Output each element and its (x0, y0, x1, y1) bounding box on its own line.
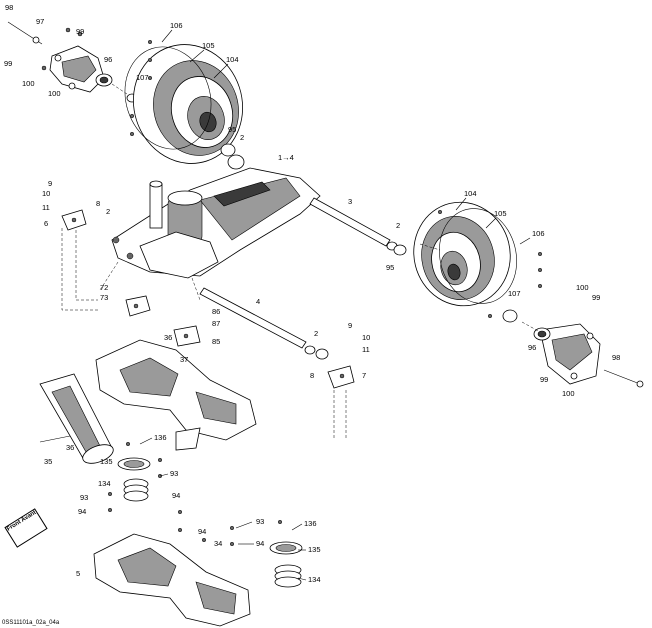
swing-arm-frame (111, 167, 321, 279)
right-drum-assembly (413, 201, 518, 323)
callout-98: 98 (5, 3, 13, 12)
callout-5: 5 (76, 569, 80, 578)
callout-135: 135 (308, 545, 321, 554)
callout-134: 134 (308, 575, 321, 584)
upper-left-mount-assembly (7, 21, 138, 103)
callout-labels: 98 97 99 99 96 100 100 106 105 104 107 9… (4, 3, 620, 584)
callout-107: 107 (136, 73, 149, 82)
callout-99: 99 (592, 293, 600, 302)
callout-85: 85 (212, 337, 220, 346)
bracket-7 (327, 365, 355, 389)
callout-73: 73 (100, 293, 108, 302)
callout-2: 2 (240, 133, 244, 142)
callout-96: 96 (528, 343, 536, 352)
callout-106: 106 (170, 21, 183, 30)
callout-37: 37 (180, 355, 188, 364)
callout-93: 93 (80, 493, 88, 502)
right-mount-assembly (533, 323, 644, 388)
middle-plates (125, 295, 201, 347)
callout-104: 104 (226, 55, 239, 64)
callout-34: 34 (214, 539, 222, 548)
callout-107: 107 (508, 289, 521, 298)
callout-6: 6 (44, 219, 48, 228)
callout-36: 36 (66, 443, 74, 452)
callout-98: 98 (612, 353, 620, 362)
callout-2: 2 (396, 221, 400, 230)
callout-94: 94 (198, 527, 206, 536)
callout-105: 105 (494, 209, 507, 218)
callout-11: 11 (362, 345, 370, 354)
callout-104: 104 (464, 189, 477, 198)
callout-94: 94 (78, 507, 86, 516)
callout-4: 4 (256, 297, 260, 306)
callout-94: 94 (172, 491, 180, 500)
callout-87: 87 (212, 319, 220, 328)
callout-1-to-4: 1→4 (278, 153, 294, 162)
callout-11: 11 (42, 203, 50, 212)
callout-86: 86 (212, 307, 220, 316)
callout-135: 135 (100, 457, 113, 466)
callout-8: 8 (96, 199, 100, 208)
callout-9: 9 (348, 321, 352, 330)
callout-35: 35 (44, 457, 52, 466)
callout-136: 136 (154, 433, 167, 442)
callout-106: 106 (532, 229, 545, 238)
callout-2: 2 (106, 207, 110, 216)
callout-36: 36 (164, 333, 172, 342)
shaft-4 (199, 287, 329, 360)
spring-stack-right (269, 541, 303, 588)
callout-95: 95 (228, 125, 236, 134)
shaft-3 (309, 197, 407, 256)
callout-99: 99 (4, 59, 12, 68)
callout-10: 10 (42, 189, 50, 198)
callout-100: 100 (576, 283, 589, 292)
fasteners (107, 39, 543, 547)
callout-8: 8 (310, 371, 314, 380)
callout-93: 93 (256, 517, 264, 526)
callout-9: 9 (48, 179, 52, 188)
callout-136: 136 (304, 519, 317, 528)
callout-105: 105 (202, 41, 215, 50)
callout-96: 96 (104, 55, 112, 64)
callout-10: 10 (362, 333, 370, 342)
rail-frame-lower (93, 533, 251, 627)
bracket-6 (61, 209, 87, 231)
assembly-leader-lines (61, 228, 541, 440)
callout-99: 99 (540, 375, 548, 384)
callout-94: 94 (256, 539, 264, 548)
shock-absorber (39, 373, 114, 464)
callout-97: 97 (36, 17, 44, 26)
rail-frame-upper (95, 339, 257, 451)
callout-2: 2 (314, 329, 318, 338)
callout-95: 95 (386, 263, 394, 272)
callout-3: 3 (348, 197, 352, 206)
callout-99: 99 (76, 27, 84, 36)
callout-93: 93 (170, 469, 178, 478)
callout-7: 7 (362, 371, 366, 380)
figure-reference-code: 0SS11101a_02a_04a (2, 620, 60, 626)
spring-stack-left (117, 457, 151, 502)
callout-leaders (139, 29, 531, 581)
callout-100: 100 (48, 89, 61, 98)
callout-134: 134 (98, 479, 111, 488)
upper-drum-assembly (124, 44, 245, 170)
callout-100: 100 (562, 389, 575, 398)
callout-72: 72 (100, 283, 108, 292)
callout-100: 100 (22, 79, 35, 88)
